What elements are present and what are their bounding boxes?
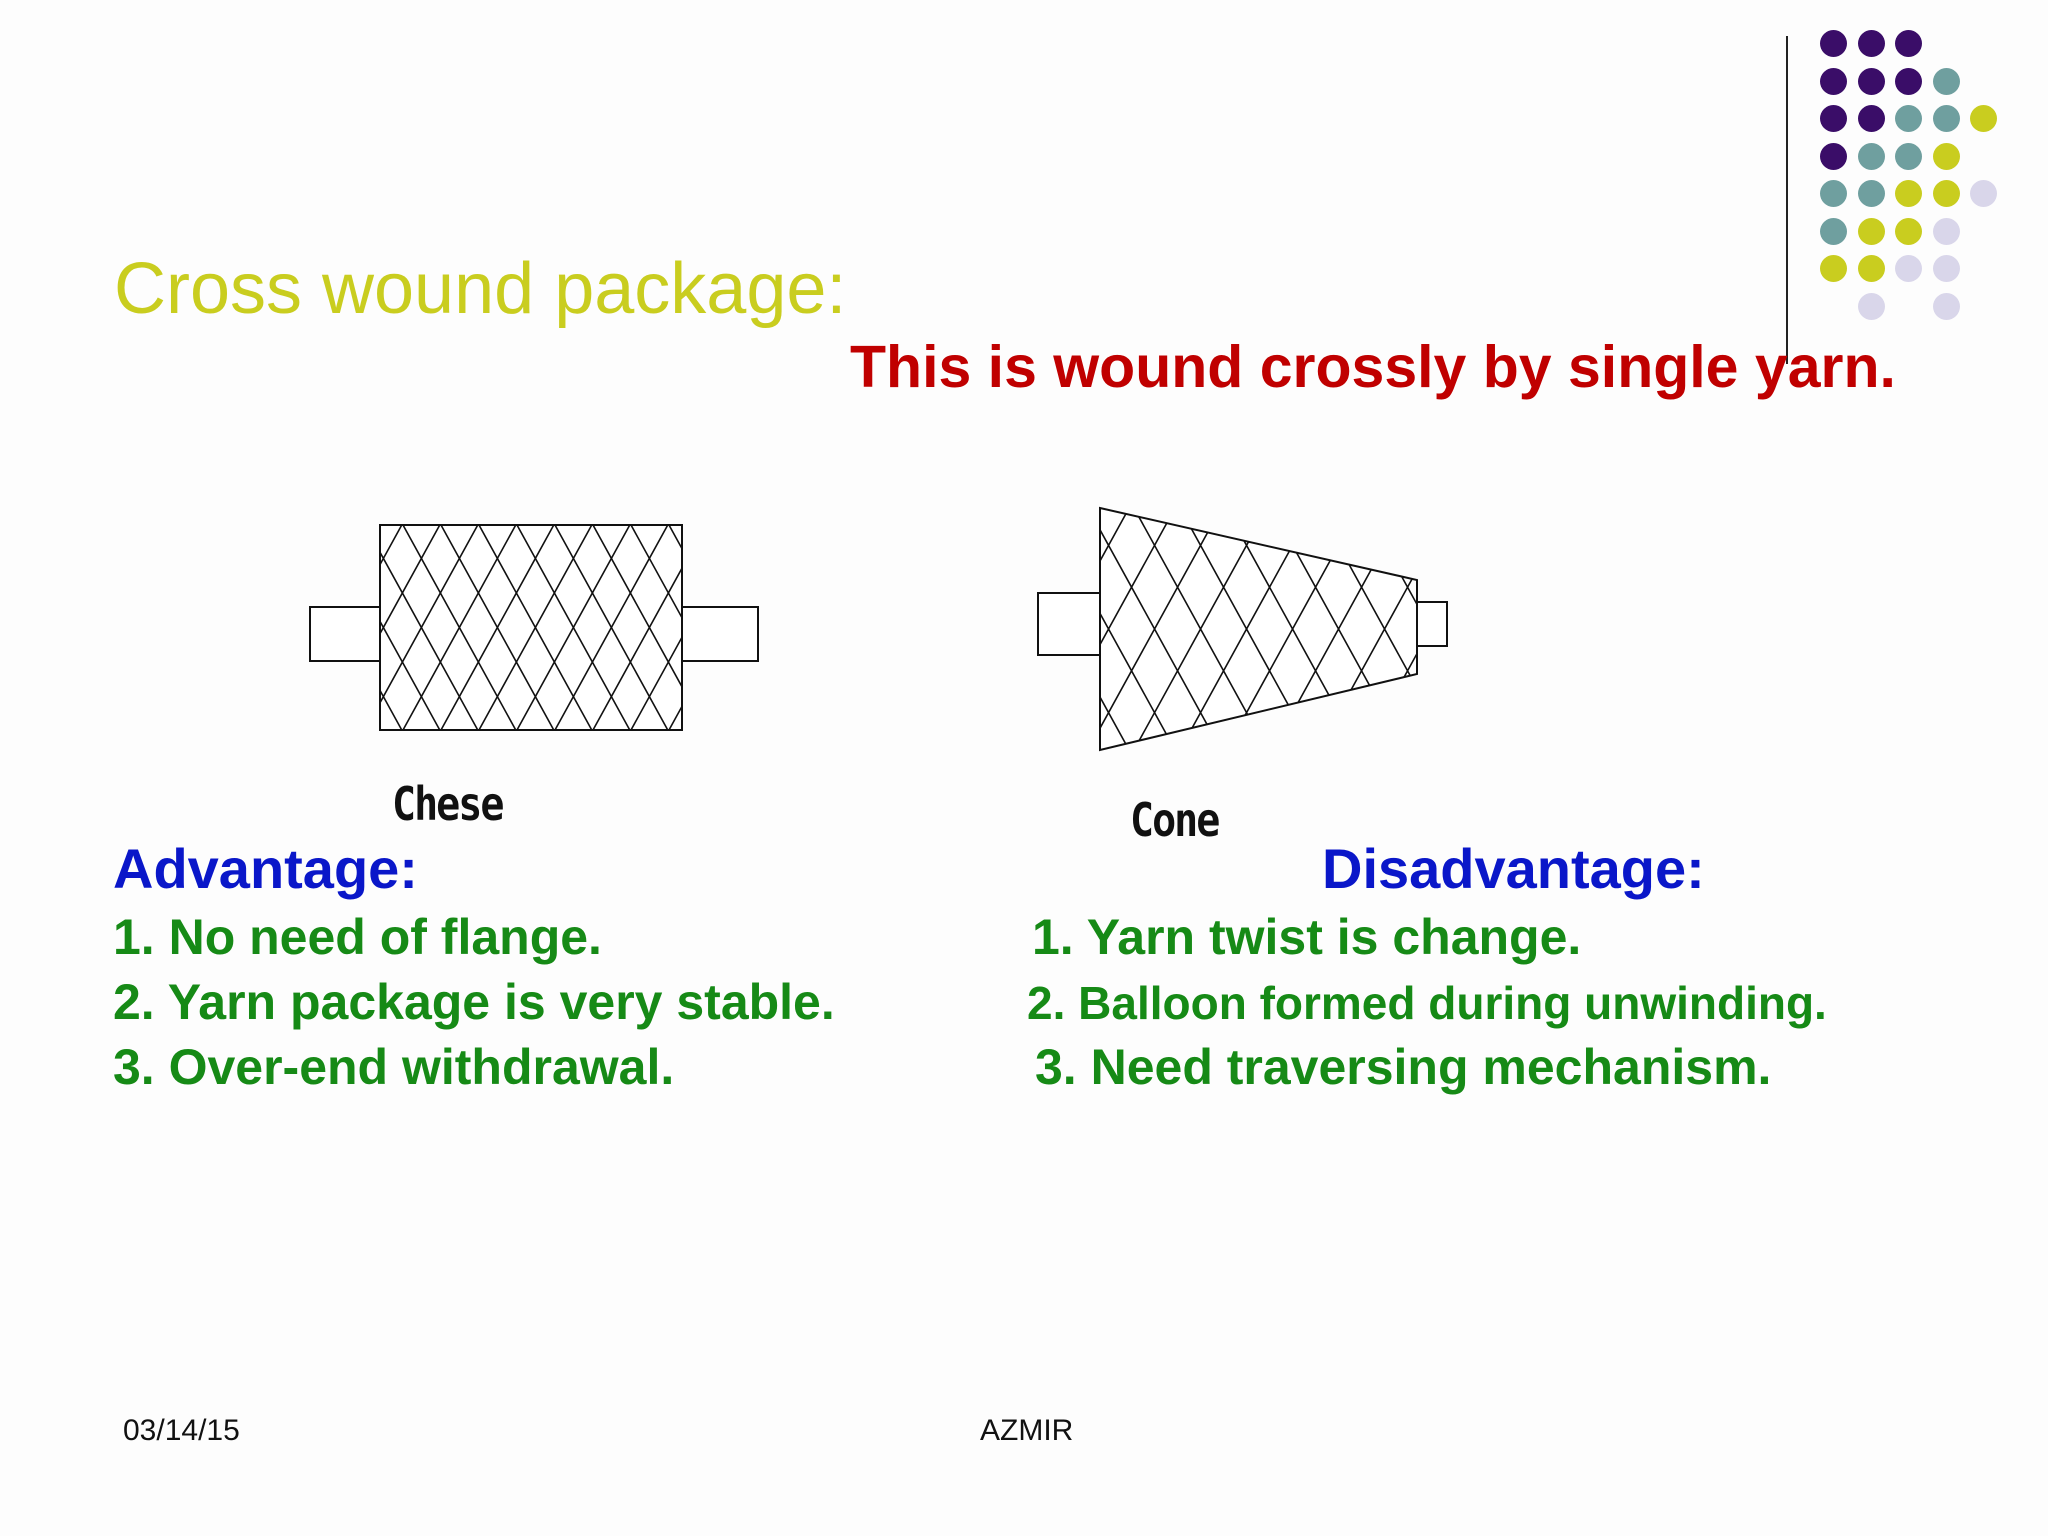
decorative-dot [1857,67,1885,95]
advantage-heading: Advantage: [113,837,418,900]
chese-diagram [309,524,759,731]
decorative-dot [1895,105,1922,132]
yarn-line [1456,508,1460,750]
decorative-dot [1857,180,1885,207]
decorative-dot [1895,30,1922,57]
cone-diagram [1030,506,1460,752]
decorative-dot [1857,255,1885,282]
yarn-line [630,525,682,620]
decorative-dot [1820,30,1847,57]
decorative-dot [1932,180,1960,207]
slide-subtitle: This is wound crossly by single yarn. [850,334,1896,400]
decorative-dot [1857,142,1885,170]
decorative-dot [1820,255,1847,282]
decorative-dot [1932,142,1960,170]
advantage-item: 3. Over-end withdrawal. [113,1039,675,1095]
decorative-dot [1895,67,1922,95]
yarn-line [630,635,682,730]
decorative-dot [1932,105,1960,132]
disadvantage-item: 1. Yarn twist is change. [1032,909,1582,965]
yarn-line [1100,508,1130,750]
decorative-dot [1970,105,1997,132]
decorative-dot [1895,217,1922,245]
decorative-dot [1857,217,1885,245]
decorative-dot [1970,180,1997,207]
cone-label: Cone [1130,794,1220,848]
decorative-dot [1857,292,1885,320]
footer-date: 03/14/15 [123,1414,240,1447]
yarn-line [1133,508,1268,750]
decorative-dot [1895,255,1922,282]
yarn-line [1100,508,1176,750]
decorative-dot [1895,180,1922,207]
yarn-line [1456,508,1460,750]
chese-label: Chese [392,778,504,832]
decorative-dot [1932,217,1960,245]
yarn-line [1030,508,1037,750]
decorative-dot [1820,67,1847,95]
yarn-line [592,566,682,730]
disadvantage-item: 3. Need traversing mechanism. [1035,1039,1772,1095]
decorative-dot [1820,142,1847,170]
yarn-line [1030,508,1037,750]
yarn-line [1100,508,1130,750]
advantage-item: 2. Yarn package is very stable. [113,974,835,1030]
decorative-dot-grid [1820,30,2020,330]
advantage-item: 1. No need of flange. [113,909,602,965]
decorative-dot [1820,180,1847,207]
decorative-dot [1857,105,1885,132]
decorative-dot [1932,255,1960,282]
decorative-dot [1857,30,1885,57]
slide-title: Cross wound package: [114,249,847,329]
yarn-line [1100,508,1222,750]
decorative-dot [1932,292,1960,320]
decorative-dot [1820,105,1847,132]
decorative-dot [1820,217,1847,245]
decorative-dot [1932,67,1960,95]
disadvantage-heading: Disadvantage: [1322,837,1705,900]
footer-author: AZMIR [980,1414,1074,1447]
decorative-dot [1895,142,1922,170]
decorative-divider [1786,36,1788,364]
disadvantage-item: 2. Balloon formed during unwinding. [1027,977,1827,1029]
